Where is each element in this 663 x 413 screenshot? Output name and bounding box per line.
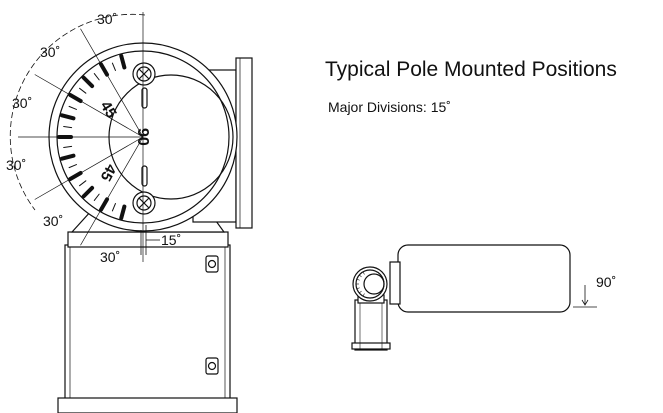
body-screw-bottom <box>205 357 219 375</box>
dial-tick <box>81 75 95 89</box>
small-angle-marker <box>140 225 160 255</box>
small-angle-label: 15˚ <box>161 232 181 248</box>
dial-tick <box>111 203 116 212</box>
dial-tick <box>59 113 76 121</box>
dial-tick <box>93 73 100 81</box>
radial-dimension-lines <box>18 12 144 262</box>
diagram-title: Typical Pole Mounted Positions <box>325 58 617 81</box>
dial-tick <box>63 126 73 129</box>
dial-tick <box>111 62 116 71</box>
small-dial-tick <box>356 287 360 290</box>
angle-label-4: 30˚ <box>6 157 26 173</box>
angle-label-2: 30˚ <box>40 44 60 60</box>
radial-line <box>80 28 144 138</box>
small-dial-tick <box>356 278 360 281</box>
small-dial-tick <box>359 290 362 294</box>
dial-tick <box>68 105 77 110</box>
dial-tick <box>68 164 77 169</box>
radial-line <box>80 136 144 246</box>
angle-label-5: 30˚ <box>43 213 63 229</box>
dial-tick <box>79 87 87 94</box>
angle-label-3: 30˚ <box>12 95 32 111</box>
angle-label-1: 30˚ <box>97 11 117 27</box>
small-view-angle-label: 90˚ <box>596 274 616 290</box>
body-screw-top <box>205 255 219 273</box>
small-dial-tick <box>359 274 362 278</box>
angle-arc <box>9 13 146 211</box>
dial-label-45-top: 45 <box>97 98 120 121</box>
enclosure-body <box>57 209 238 413</box>
dial-tick <box>63 145 73 148</box>
dial-tick <box>79 180 87 187</box>
diagram-subtitle: Major Divisions: 15˚ <box>328 99 451 115</box>
angle-label-6: 30˚ <box>100 249 120 265</box>
radial-line <box>34 74 144 138</box>
dial-screw-bottom <box>132 165 156 215</box>
small-enclosure-view <box>351 244 597 351</box>
radial-line <box>34 136 144 200</box>
dial-tick <box>119 204 127 221</box>
dial-tick <box>81 185 95 199</box>
small-dial-tick <box>362 271 365 275</box>
dial-label-90: 90 <box>134 128 151 146</box>
small-dial-tick <box>362 293 365 297</box>
dial-tick <box>119 53 127 70</box>
dial-label-45-bottom: 45 <box>97 161 120 184</box>
dial-tick <box>93 193 100 201</box>
dial-screw-top <box>132 62 156 109</box>
dial-tick <box>59 153 76 161</box>
